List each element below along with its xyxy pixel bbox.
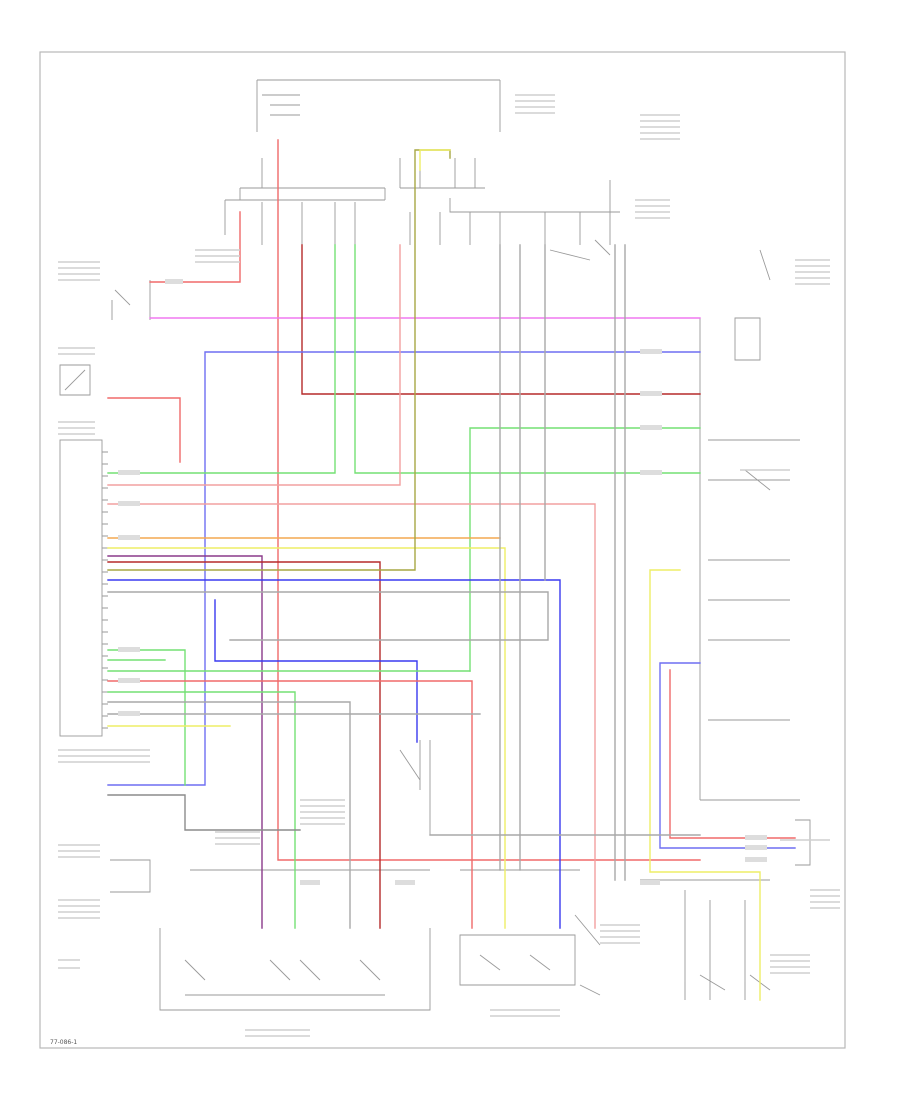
wire-salmon-1 xyxy=(107,244,401,486)
wire-salmon-2 xyxy=(107,503,596,929)
wire-purple xyxy=(107,555,263,929)
wire-dark-red-2 xyxy=(107,561,381,929)
diagram-code-label: 77-086-1 xyxy=(50,1039,77,1046)
wire-tags xyxy=(118,279,767,885)
wire-gray-5 xyxy=(499,244,626,881)
wire-blue-3 xyxy=(214,599,418,743)
tag xyxy=(395,880,415,885)
ecu-connector-left xyxy=(59,439,108,737)
wire-blue-1 xyxy=(107,351,701,786)
tag xyxy=(300,880,320,885)
tag xyxy=(118,535,140,540)
wire-blue-4 xyxy=(659,662,796,849)
tag xyxy=(745,835,767,840)
wires xyxy=(107,139,796,1001)
wire-blue-2 xyxy=(107,579,561,929)
tag xyxy=(118,711,140,716)
wire-green-7 xyxy=(107,691,296,929)
wire-red-1 xyxy=(277,139,701,861)
tag xyxy=(640,349,662,354)
wire-gray-1 xyxy=(107,591,549,641)
wire-green-1 xyxy=(107,244,336,474)
tag xyxy=(118,501,140,506)
wire-red-5 xyxy=(669,669,796,839)
wire-gray-2 xyxy=(107,701,351,929)
tag xyxy=(118,470,140,475)
tag xyxy=(165,279,183,284)
tag xyxy=(745,857,767,862)
diagram-frame xyxy=(39,51,846,1049)
wire-red-4 xyxy=(107,680,473,929)
tag xyxy=(640,470,662,475)
wire-green-2 xyxy=(354,244,701,474)
tag xyxy=(640,391,662,396)
tag xyxy=(640,425,662,430)
wire-red-2 xyxy=(149,211,241,283)
tag xyxy=(745,845,767,850)
wire-green-3 xyxy=(469,427,701,672)
tag xyxy=(640,880,660,885)
component-labels xyxy=(58,94,840,1037)
fuse-block-top xyxy=(224,79,620,245)
wire-green-4 xyxy=(107,649,186,786)
switches xyxy=(59,239,771,1011)
wire-yellow-1 xyxy=(107,547,506,929)
tag xyxy=(118,678,140,683)
wire-yellow-3 xyxy=(649,569,761,1001)
connector-right xyxy=(699,317,811,866)
wire-yellow-4 xyxy=(419,149,451,171)
wire-red-3 xyxy=(107,397,181,463)
wire-olive xyxy=(107,149,451,571)
wire-red-dark xyxy=(301,244,701,395)
wire-black-1 xyxy=(107,794,301,831)
tag xyxy=(118,647,140,652)
